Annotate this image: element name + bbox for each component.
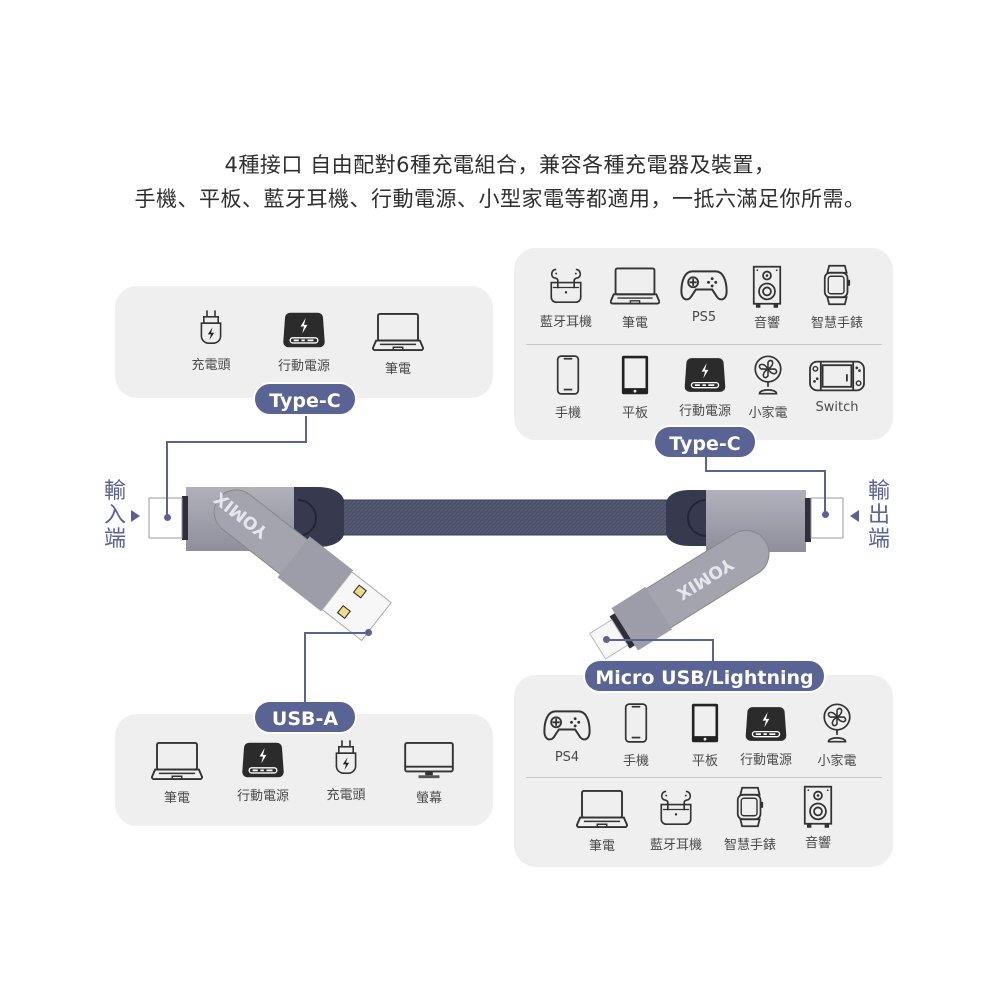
device-speaker: 音響 bbox=[778, 784, 858, 851]
device-label: 筆電 bbox=[621, 316, 648, 331]
device-gamepad: PS4 bbox=[527, 706, 607, 765]
headline-line-2: 手機、平板、藍牙耳機、行動電源、小型家電等都適用，一抵六滿足你所需。 bbox=[134, 187, 866, 211]
row-divider bbox=[526, 777, 882, 778]
device-phone: 手機 bbox=[596, 702, 676, 769]
device-fan: 小家電 bbox=[797, 702, 877, 769]
device-label: 行動電源 bbox=[277, 359, 330, 374]
label-char: 出 bbox=[867, 503, 890, 528]
device-smartwatch: 智慧手錶 bbox=[710, 786, 790, 853]
device-smartwatch: 智慧手錶 bbox=[797, 264, 877, 331]
headline-line-1: 4種接口 自由配對6種充電組合，兼容各種充電器及裝置， bbox=[224, 153, 776, 177]
device-label: 音響 bbox=[804, 836, 831, 851]
device-label: 行動電源 bbox=[678, 404, 731, 419]
badge-output-micro-lightning: Micro USB/Lightning bbox=[583, 659, 826, 693]
device-speaker: 音響 bbox=[727, 264, 807, 331]
device-earbuds: 藍牙耳機 bbox=[636, 786, 716, 853]
device-label: 行動電源 bbox=[739, 753, 792, 768]
connector-dot bbox=[164, 514, 171, 521]
device-label: 筆電 bbox=[163, 791, 190, 806]
device-power-bank: 行動電源 bbox=[264, 311, 344, 374]
device-label: 平板 bbox=[621, 406, 648, 421]
device-label: 平板 bbox=[691, 754, 718, 769]
wire-input-typec bbox=[166, 441, 307, 443]
label-char: 入 bbox=[103, 503, 126, 528]
cable-braid bbox=[339, 499, 681, 536]
arrow-left-icon bbox=[850, 510, 859, 522]
device-laptop: 筆電 bbox=[358, 312, 438, 377]
device-gamepad: PS5 bbox=[664, 266, 744, 325]
label-char: 輸 bbox=[867, 479, 890, 504]
wire-output-typec bbox=[705, 457, 707, 471]
device-power-bank: 行動電源 bbox=[223, 741, 303, 804]
badge-output-typec: Type-C bbox=[653, 425, 757, 459]
label-char: 端 bbox=[867, 527, 890, 552]
left-boot bbox=[290, 487, 344, 547]
label-char: 端 bbox=[103, 527, 126, 552]
device-label: 手機 bbox=[554, 406, 581, 421]
device-label: 音響 bbox=[753, 316, 780, 331]
wire-output-micro-lightning bbox=[606, 639, 714, 641]
row-divider bbox=[526, 344, 882, 345]
device-fan: 小家電 bbox=[728, 354, 808, 421]
device-power-bank: 行動電源 bbox=[726, 705, 806, 768]
device-laptop: 筆電 bbox=[137, 741, 217, 806]
connector-dot bbox=[822, 511, 829, 518]
wire-input-typec bbox=[166, 441, 168, 517]
device-label: 手機 bbox=[622, 754, 649, 769]
device-power-bank: 行動電源 bbox=[665, 356, 745, 419]
device-tablet: 平板 bbox=[665, 702, 745, 769]
device-tablet: 平板 bbox=[595, 354, 675, 421]
device-label: 小家電 bbox=[817, 754, 857, 769]
wire-output-micro-lightning bbox=[712, 639, 714, 661]
device-label: 充電頭 bbox=[191, 358, 231, 373]
device-monitor: 螢幕 bbox=[389, 741, 469, 806]
device-label: Switch bbox=[815, 400, 859, 415]
device-laptop: 筆電 bbox=[562, 789, 642, 854]
input-side-label: 輸 入 端 bbox=[103, 480, 127, 552]
device-phone: 手機 bbox=[528, 354, 608, 421]
device-label: 藍牙耳機 bbox=[539, 315, 592, 330]
connector-dot bbox=[365, 629, 372, 636]
device-label: 筆電 bbox=[588, 839, 615, 854]
device-label: 智慧手錶 bbox=[810, 316, 863, 331]
device-label: PS4 bbox=[554, 750, 580, 765]
device-earbuds: 藍牙耳機 bbox=[526, 265, 606, 330]
device-charger: 充電頭 bbox=[171, 308, 251, 373]
badge-input-typec: Type-C bbox=[253, 382, 357, 416]
device-laptop: 筆電 bbox=[595, 266, 675, 331]
device-label: 行動電源 bbox=[236, 789, 289, 804]
device-label: 充電頭 bbox=[326, 788, 366, 803]
wire-output-typec bbox=[705, 470, 826, 472]
device-label: 筆電 bbox=[384, 362, 411, 377]
device-switch: Switch bbox=[797, 358, 877, 415]
device-label: 智慧手錶 bbox=[723, 838, 776, 853]
output-side-label: 輸 出 端 bbox=[867, 480, 891, 552]
wire-input-usba bbox=[304, 632, 306, 702]
wire-input-usba bbox=[304, 632, 368, 634]
device-label: 小家電 bbox=[748, 406, 788, 421]
right-typec-tip bbox=[810, 497, 844, 539]
device-label: PS5 bbox=[691, 310, 717, 325]
device-label: 螢幕 bbox=[415, 791, 442, 806]
device-charger: 充電頭 bbox=[306, 738, 386, 803]
wire-output-typec bbox=[824, 470, 826, 514]
device-label: 藍牙耳機 bbox=[649, 838, 702, 853]
arrow-right-icon bbox=[131, 510, 140, 522]
wire-input-typec bbox=[305, 416, 307, 442]
label-char: 輸 bbox=[103, 479, 126, 504]
